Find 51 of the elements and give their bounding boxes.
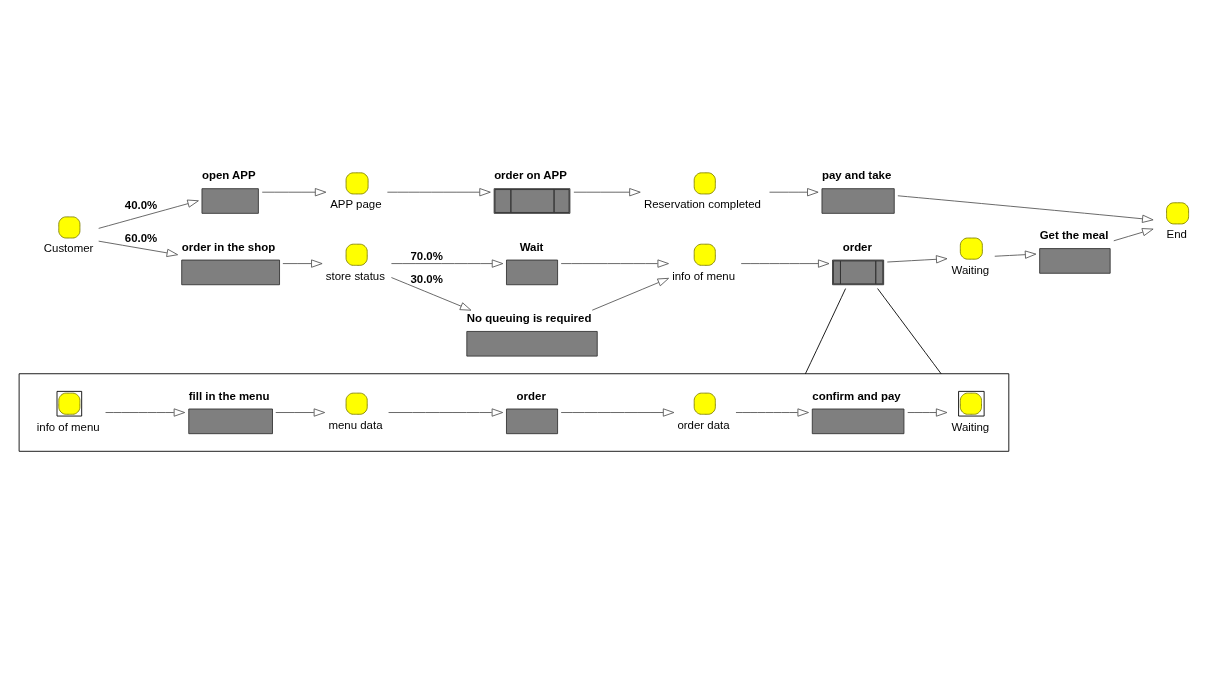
node-label: Get the meal xyxy=(1039,229,1109,242)
connector xyxy=(877,288,942,375)
arrow xyxy=(560,408,675,417)
edge-label: 70.0% xyxy=(410,249,443,262)
arrow xyxy=(769,188,819,197)
arrow xyxy=(388,408,504,417)
connector xyxy=(804,288,847,375)
node-label: order xyxy=(842,240,872,253)
arrow xyxy=(897,195,1154,223)
node-label: fill in the menu xyxy=(188,389,270,402)
cluster xyxy=(18,373,1010,452)
arrow xyxy=(560,259,669,268)
arrow xyxy=(591,277,670,311)
node-label: open APP xyxy=(201,169,256,182)
node-label: Waiting xyxy=(951,263,990,276)
arrow xyxy=(886,255,948,264)
node-label: info of menu xyxy=(36,420,100,433)
arrow xyxy=(735,408,809,417)
arrow xyxy=(261,188,327,197)
arrow xyxy=(386,188,491,197)
arrow xyxy=(282,259,323,268)
arrow xyxy=(275,408,326,417)
node-label: Waiting xyxy=(951,420,990,433)
edge-label: 40.0% xyxy=(124,199,158,212)
arrow xyxy=(391,277,472,311)
arrow xyxy=(994,250,1037,259)
node-label: No queuing is required xyxy=(466,312,592,325)
arrow xyxy=(907,408,948,417)
arrow xyxy=(573,188,641,197)
node-label: APP page xyxy=(330,198,382,211)
node-label: Reservation completed xyxy=(643,198,761,211)
node-label: order xyxy=(516,389,546,402)
arrow xyxy=(1113,228,1154,242)
arrow xyxy=(98,240,179,257)
node-label: pay and take xyxy=(821,169,892,182)
node-label: info of menu xyxy=(672,269,736,282)
node-label: End xyxy=(1166,228,1187,241)
edge-label: 30.0% xyxy=(410,273,443,286)
edge-label: 60.0% xyxy=(124,231,158,244)
arrow xyxy=(740,259,830,268)
node-label: order in the shop xyxy=(181,240,276,253)
node-label: order data xyxy=(677,418,730,431)
node-label: Customer xyxy=(43,242,94,255)
node-label: confirm and pay xyxy=(812,389,901,402)
node-label: store status xyxy=(325,269,385,282)
node-label: order on APP xyxy=(494,169,567,182)
node-label: Wait xyxy=(519,240,544,253)
node-label: menu data xyxy=(328,418,383,431)
arrow xyxy=(98,199,199,229)
arrow xyxy=(105,408,186,417)
arrow xyxy=(391,259,504,268)
